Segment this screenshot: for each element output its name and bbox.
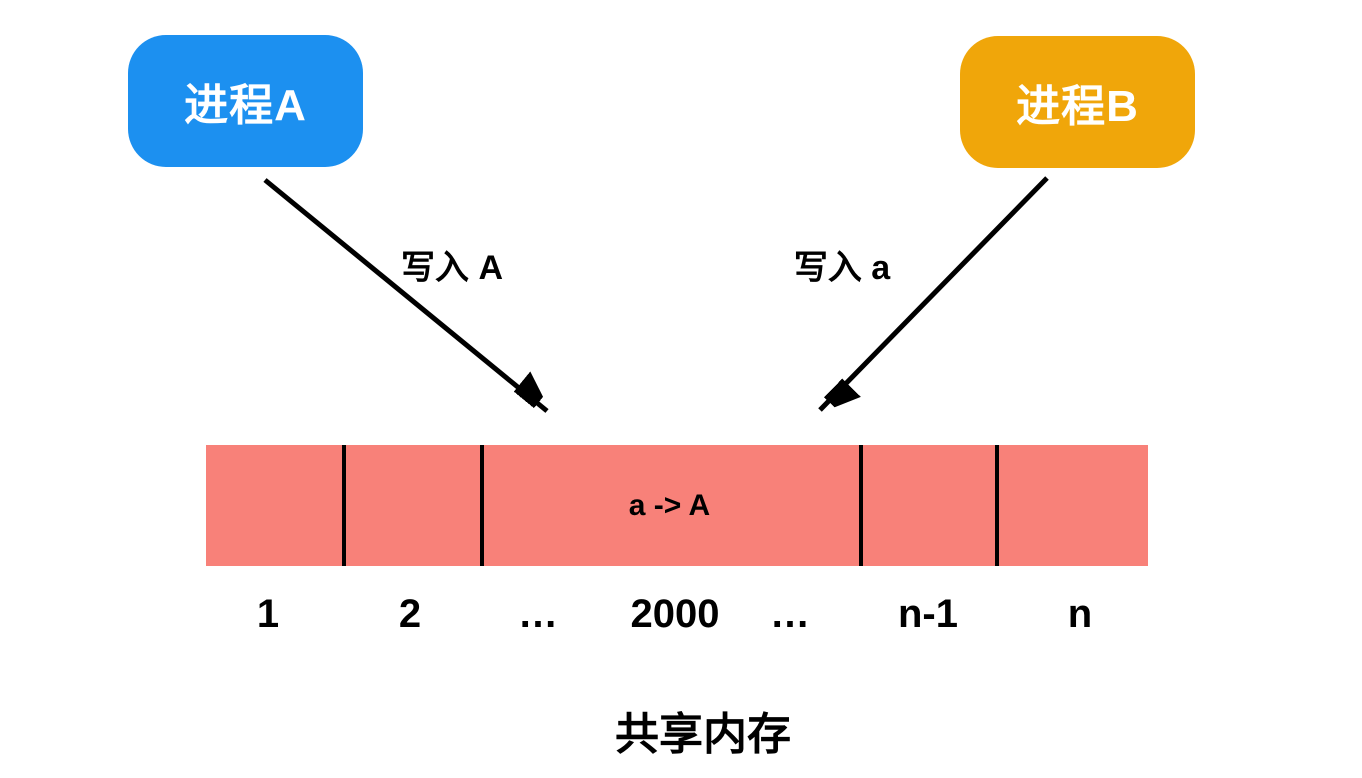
- memory-index-label: n: [1067, 592, 1093, 636]
- process-a-label: 进程A: [184, 81, 307, 130]
- shared-memory-bar: a -> A: [206, 445, 1148, 566]
- process-b-label: 进程B: [1016, 82, 1139, 131]
- write-a-lower-label: 写入 a: [793, 249, 891, 287]
- process-b-box: 进程B: [960, 36, 1195, 168]
- memory-index-label: …: [770, 592, 810, 636]
- memory-cell-divider: [342, 445, 346, 566]
- memory-index-label: …: [518, 592, 558, 636]
- memory-cell-divider: [859, 445, 863, 566]
- process-a-box: 进程A: [128, 35, 363, 167]
- arrow-process-a-to-memory: [263, 178, 547, 413]
- diagram-title: 共享内存: [615, 710, 791, 759]
- memory-index-label: 2000: [630, 592, 720, 636]
- memory-index-label: 2: [398, 592, 422, 636]
- memory-cell-divider: [480, 445, 484, 566]
- memory-index-label: 1: [256, 592, 280, 636]
- memory-cell-value: a -> A: [628, 488, 711, 522]
- memory-index-label: n-1: [898, 592, 958, 636]
- write-a-label: 写入 A: [401, 249, 503, 287]
- memory-cell-divider: [995, 445, 999, 566]
- arrow-process-b-to-memory: [818, 176, 1049, 410]
